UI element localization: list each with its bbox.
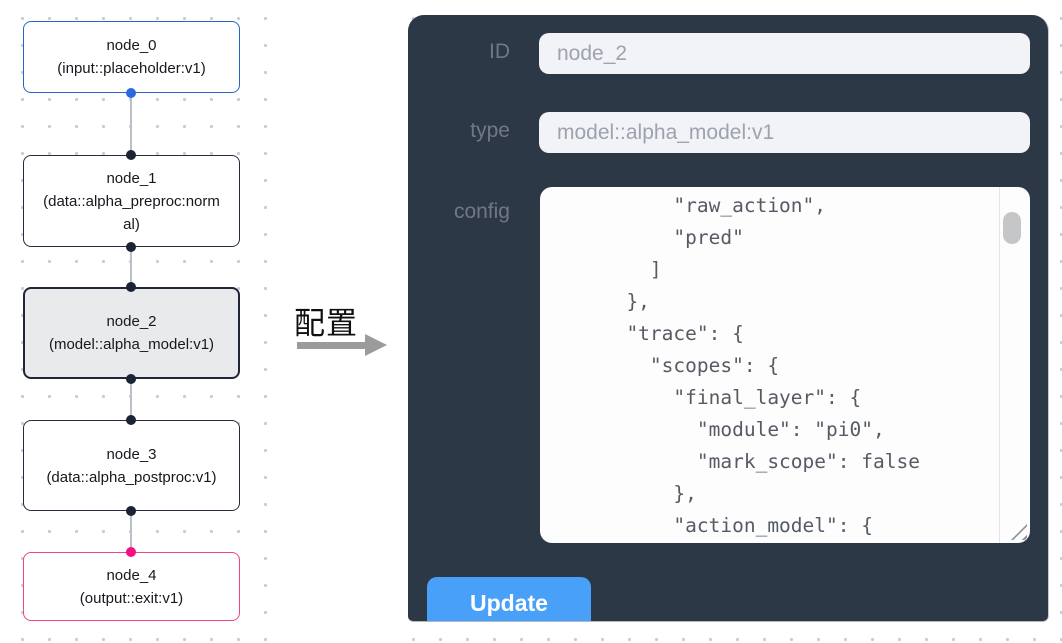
node-node_3[interactable]: node_3 (data::alpha_postproc:v1) (23, 420, 240, 511)
edge-node1-node2 (130, 247, 132, 287)
node-title: node_3 (106, 445, 157, 463)
port-node4-in[interactable] (126, 547, 136, 557)
right-arrow-head-icon (365, 334, 387, 356)
node-title: node_0 (106, 37, 157, 54)
scrollbar-track (999, 187, 1000, 543)
node-subtitle: (input::placeholder:v1) (57, 60, 206, 77)
edge-node0-node1 (130, 93, 132, 155)
edge-node2-node3 (130, 379, 132, 420)
port-node2-in[interactable] (126, 282, 136, 292)
id-input[interactable] (539, 33, 1030, 74)
type-input[interactable] (539, 112, 1030, 153)
node-subtitle: (output::exit:v1) (79, 589, 184, 607)
port-node1-out[interactable] (126, 242, 136, 252)
id-field-label: ID (489, 40, 510, 63)
right-arrow-icon (297, 342, 367, 349)
port-node3-out[interactable] (126, 506, 136, 516)
type-field-label: type (470, 119, 510, 142)
node-title: node_2 (106, 313, 157, 330)
node-title: node_4 (106, 566, 157, 584)
node-node_0[interactable]: node_0 (input::placeholder:v1) (23, 21, 240, 93)
port-node3-in[interactable] (126, 415, 136, 425)
scrollbar-thumb[interactable] (1003, 212, 1021, 244)
config-editor[interactable]: "raw_action", "pred" ] }, "trace": { "sc… (540, 187, 1030, 543)
edge-node3-node4 (130, 511, 132, 552)
flow-canvas[interactable]: node_0 (input::placeholder:v1) node_1 (d… (0, 0, 282, 643)
node-title: node_1 (106, 169, 157, 187)
node-subtitle: (data::alpha_preproc:normal) (43, 192, 220, 233)
node-node_2[interactable]: node_2 (model::alpha_model:v1) (23, 287, 240, 379)
node-config-panel: ID type config "raw_action", "pred" ] },… (408, 15, 1048, 621)
port-node1-in[interactable] (126, 150, 136, 160)
update-button[interactable]: Update (427, 577, 591, 621)
panel-backdrop: ID type config "raw_action", "pred" ] },… (388, 0, 1062, 643)
node-node_4[interactable]: node_4 (output::exit:v1) (23, 552, 240, 621)
node-node_1[interactable]: node_1 (data::alpha_preproc:normal) (23, 155, 240, 247)
port-node2-out[interactable] (126, 374, 136, 384)
config-json-text[interactable]: "raw_action", "pred" ] }, "trace": { "sc… (626, 194, 920, 537)
node-subtitle: (model::alpha_model:v1) (48, 336, 215, 353)
configure-label: 配置 (294, 306, 358, 341)
node-subtitle: (data::alpha_postproc:v1) (46, 468, 217, 486)
config-field-label: config (453, 200, 510, 223)
port-node0-out[interactable] (126, 88, 136, 98)
